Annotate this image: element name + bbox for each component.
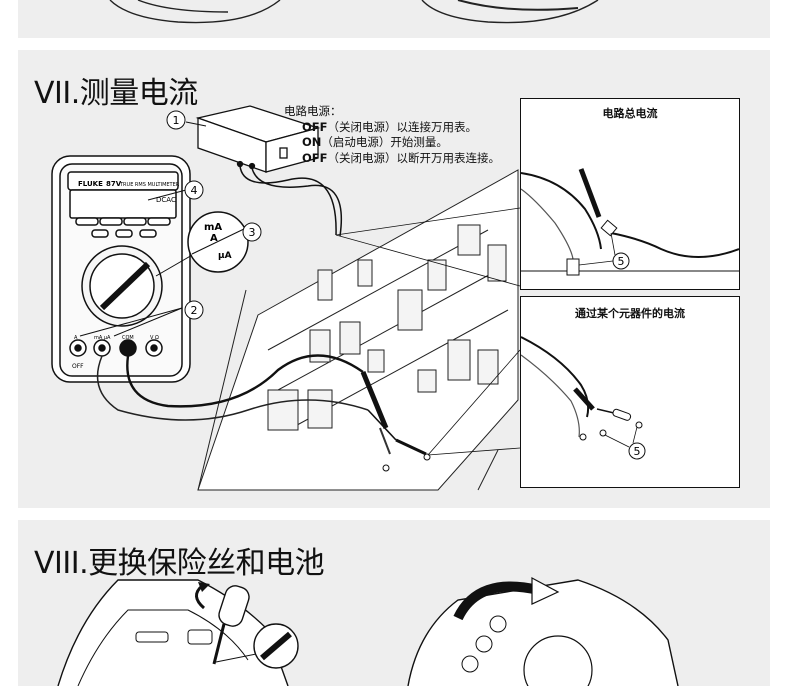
power-note: 电路电源： OFF（关闭电源）以连接万用表。 ON（启动电源）开始测量。 OFF… bbox=[284, 104, 500, 166]
meter-brand: FLUKE bbox=[78, 180, 103, 188]
callout-5b: 5 bbox=[634, 445, 641, 458]
replace-fuse-illustration bbox=[18, 520, 770, 686]
jack-ma-label: mA μA bbox=[94, 335, 111, 341]
note-key-1: OFF bbox=[302, 120, 328, 134]
meter-off-label: OFF bbox=[72, 363, 84, 370]
inset-total-drawing: 5 bbox=[521, 99, 739, 289]
dial-unit-ua: μA bbox=[218, 251, 232, 261]
section-replace-fuse-battery: VIII.更换保险丝和电池 bbox=[18, 520, 770, 686]
callout-2: 2 bbox=[191, 304, 198, 317]
note-text-3: （关闭电源）以断开万用表连接。 bbox=[328, 151, 501, 165]
callout-5a: 5 bbox=[618, 255, 625, 268]
inset-component-current: 通过某个元器件的电流 5 bbox=[520, 296, 740, 488]
inset-total-current: 电路总电流 5 bbox=[520, 98, 740, 290]
jack-a-label: A bbox=[74, 335, 78, 341]
callout-4: 4 bbox=[191, 184, 198, 197]
top-illustration bbox=[18, 0, 770, 38]
dial-unit-a: A bbox=[210, 233, 218, 244]
inset-component-drawing: 5 bbox=[521, 297, 739, 487]
jack-v-label: V Ω bbox=[150, 335, 159, 341]
callout-1: 1 bbox=[173, 114, 180, 127]
note-text-2: （启动电源）开始测量。 bbox=[321, 135, 448, 149]
note-text-1: （关闭电源）以连接万用表。 bbox=[328, 120, 478, 134]
callout-3: 3 bbox=[249, 226, 256, 239]
note-key-3: OFF bbox=[302, 151, 328, 165]
jack-com-label: COM bbox=[122, 335, 134, 341]
meter-display-mode: DCAC bbox=[156, 196, 176, 204]
note-key-2: ON bbox=[302, 135, 321, 149]
power-note-heading: 电路电源： bbox=[284, 104, 500, 120]
top-panel bbox=[18, 0, 770, 38]
section-measure-current: VII.测量电流 bbox=[18, 50, 770, 508]
dial-unit-ma: mA bbox=[204, 222, 222, 233]
meter-model-desc: TRUE RMS MULTIMETER bbox=[119, 182, 180, 188]
